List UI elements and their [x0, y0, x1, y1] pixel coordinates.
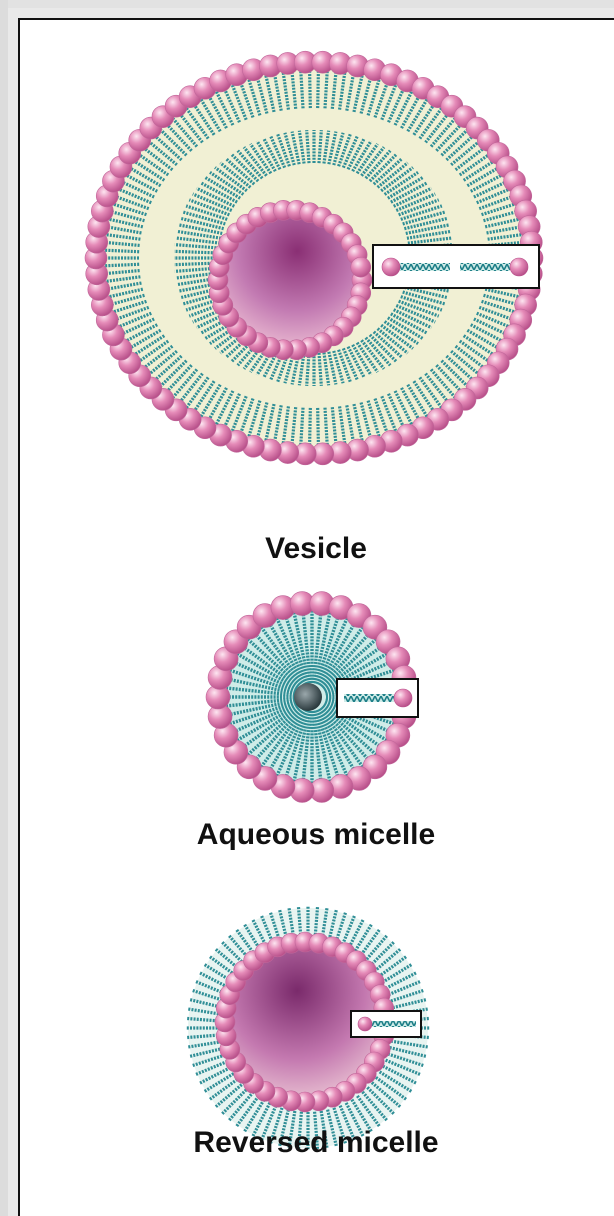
- left-strip: [0, 0, 8, 1216]
- vesicle-bilayer-callout: [373, 245, 539, 288]
- reversed-micelle-caption: Reversed micelle: [18, 1126, 614, 1160]
- vesicle-diagram: [78, 48, 560, 488]
- reversed-callout: [351, 1011, 421, 1037]
- aqueous-micelle-caption: Aqueous micelle: [18, 818, 614, 852]
- aqueous-core: [294, 683, 322, 711]
- reversed-micelle-diagram: [180, 896, 440, 1158]
- aqueous-callout: [337, 679, 418, 717]
- top-strip: [0, 0, 614, 8]
- vesicle-caption: Vesicle: [18, 532, 614, 566]
- aqueous-micelle-diagram: [200, 590, 430, 810]
